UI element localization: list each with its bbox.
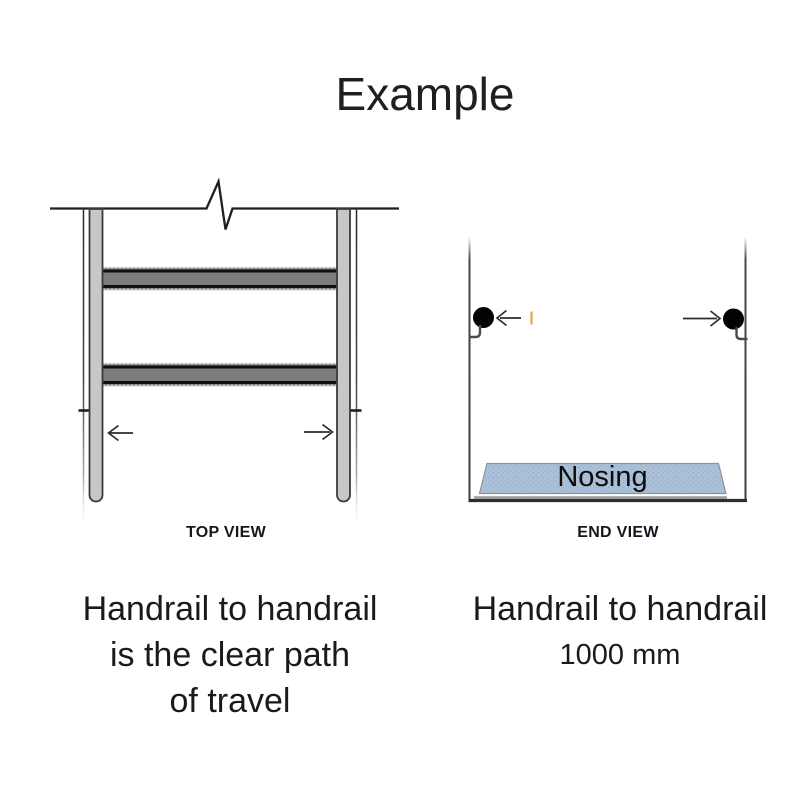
arrow-head [321, 423, 334, 441]
stair-tread-upper [102, 267, 338, 291]
end-view-diagram [468, 236, 748, 503]
caption-line: Handrail to handrail [82, 590, 378, 628]
break-line-symbol [50, 177, 399, 230]
caption-dimension: 1000 mm [559, 639, 681, 671]
handrail-bracket-right [735, 326, 748, 341]
clearance-arrow-left [107, 424, 133, 442]
caption-line: Handrail to handrail [472, 590, 768, 628]
caption-end-view: Handrail to handrail 1000 mm [430, 586, 800, 678]
caption-line: of travel [169, 682, 291, 720]
handrail-circle-left [473, 307, 494, 328]
caption-line: is the clear path [109, 636, 351, 674]
top-view-label: TOP VIEW [185, 524, 267, 541]
handrail-bracket-left [468, 324, 482, 339]
dimension-arrow-right [683, 310, 722, 327]
page-title: Example [335, 68, 515, 120]
caption-top-view: Handrail to handrail is the clear path o… [40, 586, 420, 724]
arrow-head [107, 424, 120, 442]
arrow-head [709, 310, 722, 327]
nosing-label: Nosing [557, 461, 648, 493]
clearance-arrow-right [304, 423, 334, 441]
handrail-circle-right [723, 308, 744, 330]
arrow-head [495, 309, 508, 327]
end-view-label: END VIEW [577, 524, 659, 541]
left-handrail-plan [88, 208, 104, 503]
stair-tread-lower [102, 363, 338, 387]
top-view-diagram [50, 177, 399, 523]
dimension-arrow-left [495, 309, 521, 327]
nosing-shape [474, 462, 727, 499]
right-handrail-plan [336, 208, 351, 503]
